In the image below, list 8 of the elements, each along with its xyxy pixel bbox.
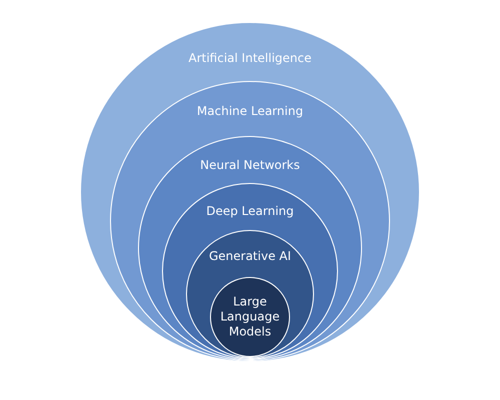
set-label: Generative AI [208, 249, 292, 263]
set-label: Neural Networks [200, 158, 300, 172]
set-label: Artificial Intelligence [188, 51, 312, 65]
set-circle [210, 277, 290, 357]
set-label: Deep Learning [206, 204, 294, 218]
set-label: Machine Learning [196, 104, 304, 118]
set-circle [186, 230, 314, 358]
set-label: Large Language Models [219, 294, 281, 340]
